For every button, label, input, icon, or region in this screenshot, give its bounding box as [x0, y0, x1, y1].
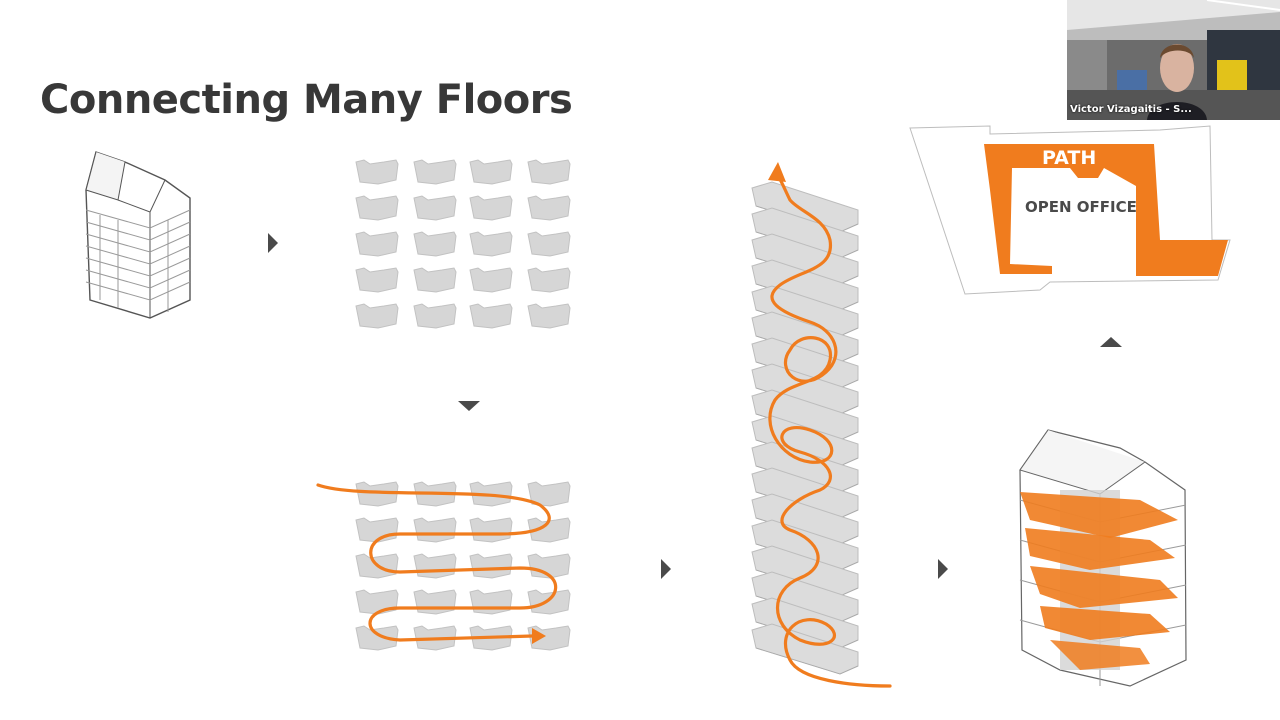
path-label: PATH: [1042, 147, 1096, 169]
down-arrow-icon: [458, 401, 480, 411]
video-participant-tile[interactable]: Victor Vizagaitis - S...: [1067, 0, 1280, 120]
floor-plan-open-office: PATH OPEN OFFICE: [909, 125, 1231, 295]
up-arrow-icon: [1100, 337, 1122, 347]
participant-name: Victor Vizagaitis - S...: [1070, 104, 1192, 115]
floor-plates-grid: [355, 159, 571, 329]
open-office-label: OPEN OFFICE: [1025, 198, 1137, 216]
building-massing-illustration: [85, 151, 191, 319]
building-cutaway-illustration: [1019, 429, 1187, 687]
play-arrow-icon: [938, 559, 948, 579]
slide-title: Connecting Many Floors: [40, 77, 573, 123]
stacked-tower-spiral: [751, 162, 892, 688]
play-arrow-icon: [661, 559, 671, 579]
play-arrow-icon: [268, 233, 278, 253]
floor-plates-grid-path: [316, 481, 571, 651]
participant-video-feed: [1067, 0, 1280, 120]
